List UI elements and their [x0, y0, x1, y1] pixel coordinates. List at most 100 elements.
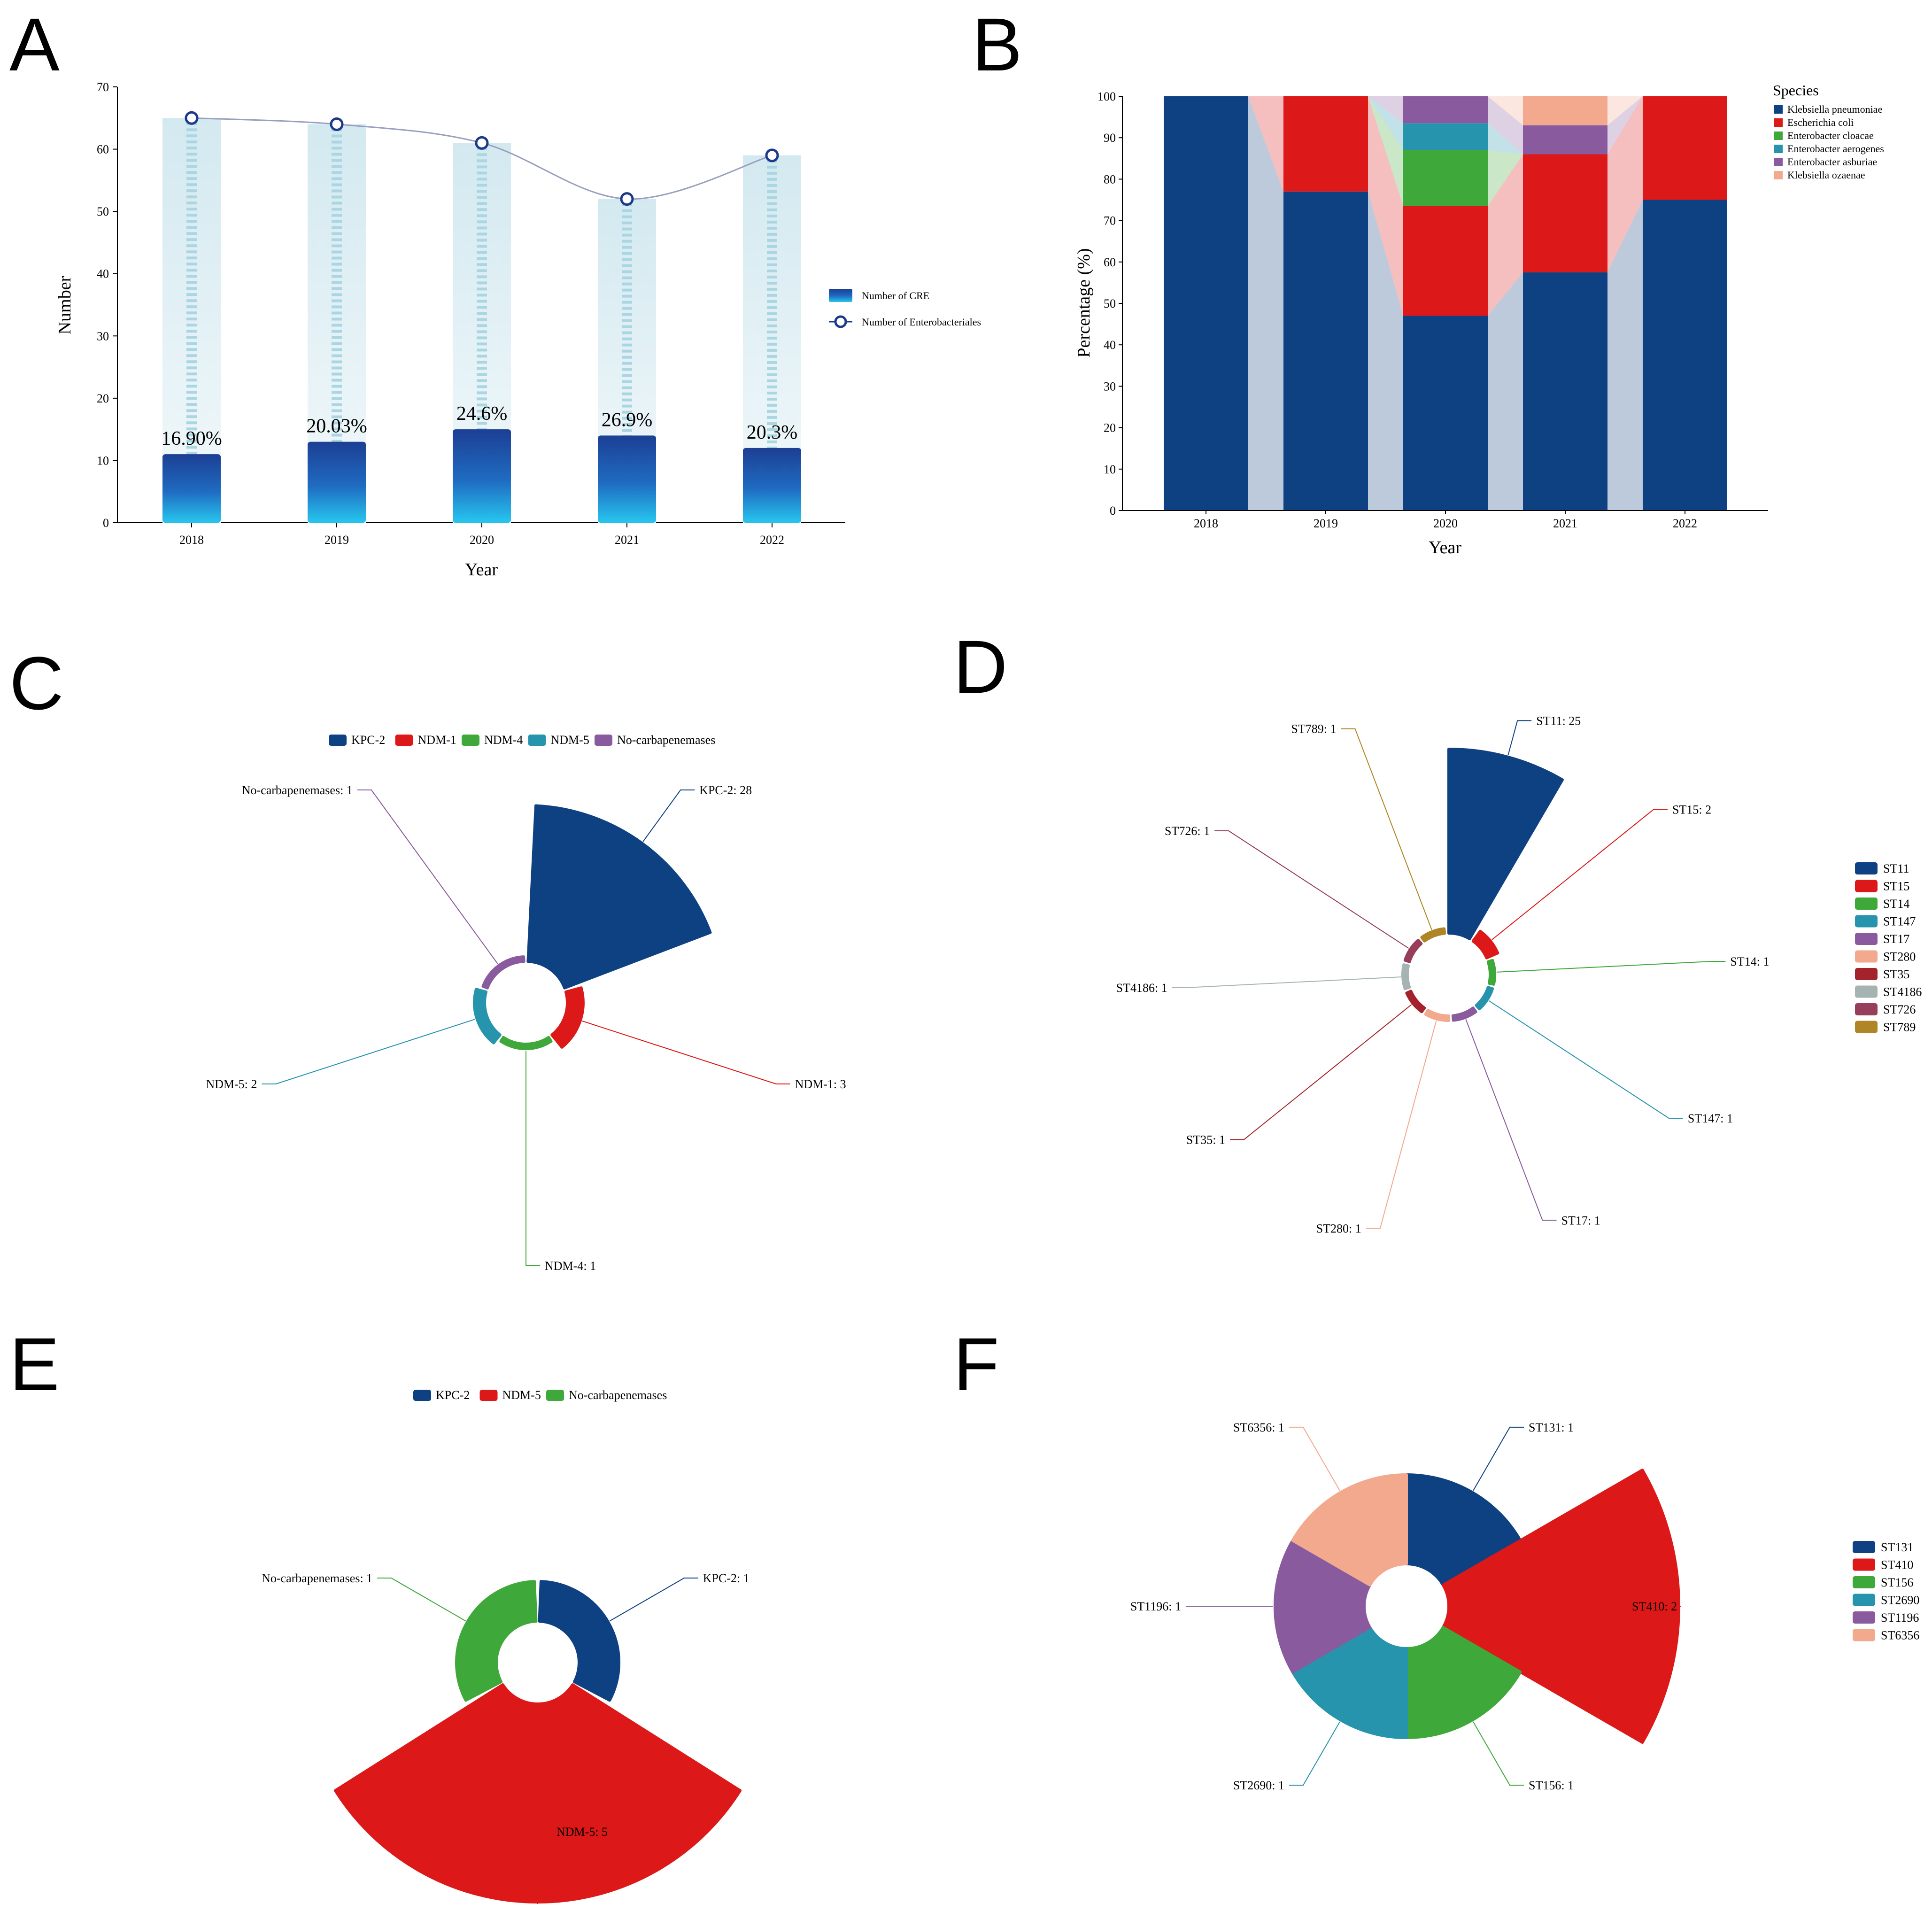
legend-title: Species [1773, 82, 1819, 99]
legend-label-st4186: ST4186 [1883, 985, 1922, 999]
legend-enterobacteriales-marker [834, 315, 847, 328]
flow-band-klebsiella-pneumoniae [1368, 191, 1403, 511]
legend-label-ndm-5: NDM-5 [551, 733, 589, 747]
panel-label-e: E [9, 1322, 60, 1406]
y-axis-title: Number [55, 276, 75, 334]
x-tick-label: 2020 [1433, 517, 1458, 530]
leader-line-st4186 [1172, 976, 1401, 988]
leader-line-st11 [1507, 720, 1532, 756]
rose-slice-st410 [1441, 1469, 1680, 1744]
enterobacteriales-point-2021 [620, 192, 634, 206]
legend-swatch-st1196 [1853, 1611, 1875, 1624]
x-axis-title: Year [465, 560, 498, 580]
slice-label-st156: ST156: 1 [1529, 1779, 1574, 1792]
slice-label-st410: ST410: 2 [1632, 1600, 1677, 1613]
legend-swatch-st156 [1853, 1576, 1875, 1588]
rose-slice-st14 [1486, 959, 1497, 986]
y-tick-label: 10 [1104, 463, 1116, 476]
legend-swatch-st11 [1855, 862, 1878, 874]
enterobacteriales-point-2019 [330, 117, 344, 132]
legend-swatch-ndm-5 [479, 1390, 498, 1401]
leader-line-st2690 [1289, 1721, 1340, 1786]
legend-label-st147: ST147 [1883, 915, 1916, 929]
rose-slice-no-carbapenemases [455, 1580, 538, 1702]
legend-swatch-st131 [1853, 1541, 1875, 1553]
cre-percentage-label: 20.03% [306, 416, 367, 437]
leader-line-ndm-4 [526, 1051, 540, 1266]
flow-band-enterobacter-asburiae [1607, 96, 1643, 155]
rose-slice-st4186 [1401, 963, 1411, 990]
y-tick-label: 30 [1104, 379, 1116, 393]
panel-label-b: B [972, 2, 1022, 86]
legend-label-st14: ST14 [1883, 897, 1909, 911]
legend-label-no-carbapenemases: No-carbapenemases [569, 1388, 667, 1402]
cre-bar-2019 [308, 441, 366, 523]
legend-cre-label: Number of CRE [862, 290, 929, 302]
bar-segment-2020-enterobacter-asburiae [1403, 96, 1488, 124]
legend-swatch-enterobacter-cloacae [1774, 132, 1783, 140]
cre-bar-2020 [453, 429, 511, 523]
bar-segment-2021-klebsiella-ozaenae [1523, 96, 1607, 125]
legend-swatch-st280 [1855, 950, 1878, 963]
rose-slice-ndm-1 [550, 986, 585, 1049]
panel-label-c: C [9, 641, 64, 725]
y-tick-label: 90 [1104, 131, 1116, 145]
x-tick-label: 2022 [760, 533, 784, 547]
flow-band-escherichia-coli [1607, 96, 1643, 272]
enterobacteriales-point-2022 [765, 148, 779, 162]
x-tick-label: 2019 [325, 533, 349, 547]
rose-slice-st147 [1475, 986, 1494, 1011]
rose-slice-kpc-2 [526, 804, 712, 990]
slice-label-st6356: ST6356: 1 [1233, 1421, 1284, 1434]
legend-swatch-st789 [1855, 1021, 1878, 1033]
leader-line-st131 [1473, 1426, 1524, 1491]
slice-label-kpc-2: KPC-2: 28 [699, 783, 752, 797]
bar-segment-2020-enterobacter-aerogenes [1403, 123, 1488, 150]
y-axis-title: Percentage (%) [1074, 248, 1094, 357]
legend-swatch-klebsiella-pneumoniae [1774, 105, 1783, 114]
legend-swatch-enterobacter-asburiae [1774, 158, 1783, 166]
y-tick-label: 40 [1104, 338, 1116, 352]
x-tick-label: 2020 [470, 533, 494, 547]
bar-segment-2018-klebsiella-pneumoniae [1164, 96, 1248, 511]
flow-band-klebsiella-ozaenae [1488, 96, 1523, 125]
legend-label-st131: ST131 [1881, 1540, 1913, 1554]
y-tick-label: 50 [1104, 297, 1116, 310]
legend-label-ndm-1: NDM-1 [418, 733, 456, 747]
legend-label-st156: ST156 [1881, 1576, 1913, 1589]
leader-line-st14 [1496, 961, 1726, 973]
cre-percentage-label: 20.3% [747, 422, 798, 443]
legend-swatch-st15 [1855, 880, 1878, 892]
legend-label-st1196: ST1196 [1881, 1611, 1919, 1625]
leader-line-st147 [1488, 1000, 1683, 1119]
bar-segment-2020-klebsiella-pneumoniae [1403, 316, 1488, 511]
x-tick-label: 2018 [1194, 517, 1218, 530]
flow-band-escherichia-coli [1368, 96, 1403, 316]
rose-slice-st156 [1405, 1626, 1522, 1739]
legend-label-st280: ST280 [1883, 950, 1916, 964]
slice-label-st2690: ST2690: 1 [1233, 1779, 1284, 1792]
leader-line-st280 [1366, 1021, 1437, 1229]
flow-band-klebsiella-pneumoniae [1607, 200, 1643, 511]
enterobacteriales-point-2018 [185, 111, 199, 125]
rose-slice-st17 [1451, 1006, 1477, 1022]
bar-segment-2021-klebsiella-pneumoniae [1523, 272, 1607, 511]
legend-label-st11: ST11 [1883, 862, 1909, 875]
cre-bar-2022 [743, 448, 801, 523]
x-tick-label: 2019 [1314, 517, 1338, 530]
legend-swatch-no-carbapenemases [546, 1390, 564, 1401]
y-tick-label: 80 [1104, 172, 1116, 186]
rose-slice-st11 [1447, 748, 1564, 940]
leader-line-no-carbapenemases [377, 1578, 466, 1622]
y-tick-label: 30 [97, 329, 109, 343]
bar-segment-2020-escherichia-coli [1403, 206, 1488, 316]
legend-label-ndm-5: NDM-5 [502, 1388, 541, 1402]
rose-slice-st1196 [1273, 1539, 1372, 1673]
legend-swatch-st35 [1855, 968, 1878, 980]
slice-label-st789: ST789: 1 [1291, 722, 1336, 736]
bar-segment-2021-escherichia-coli [1523, 154, 1607, 272]
